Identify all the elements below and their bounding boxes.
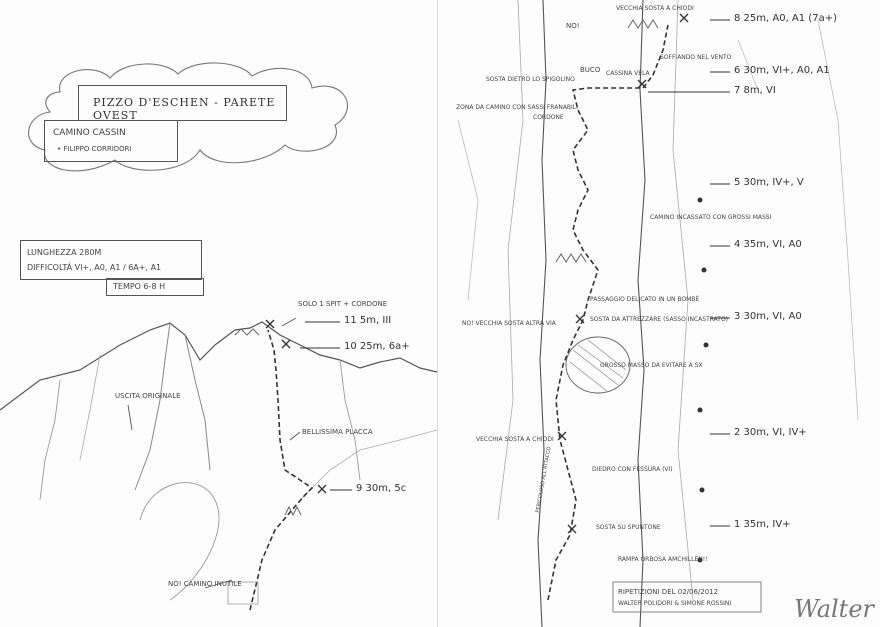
pitch-label-5: 5 30m, IV+, V (734, 177, 804, 188)
route-time: TEMPO 6-8 h (113, 282, 166, 291)
label-cordone: CORDONE (533, 114, 564, 121)
label-cassina: CASSINA VELA (606, 70, 650, 77)
label-vecchia-sosta-altra: NO! VECCHIA SOSTA ALTRA VIA (462, 320, 556, 327)
label-vecchia-sosta-chiodi: VECCHIA SOSTA A CHIODI (476, 436, 554, 443)
mountain-ridge (0, 321, 437, 411)
time-box: TEMPO 6-8 h (106, 278, 204, 296)
wall-right-edge (637, 0, 646, 627)
label-vecchia-sosta-top: VECCHIA SOSTA A CHIODI (616, 5, 694, 12)
label-sosta-attrezzare: SOSTA DA ATTREZZARE (SASSO INCASTRATO) (590, 316, 729, 323)
label-spit: SOLO 1 SPIT + CORDONE (298, 300, 388, 308)
label-rampa: RAMPA ORBOSA AMCHILLEN!! (618, 556, 708, 563)
belay-8 (679, 13, 689, 23)
belay-11 (265, 319, 275, 329)
label-placca: BELLISSIMA PLACCA (302, 428, 373, 436)
route-box: CAMINO CASSIN • FILIPPO CORRIDORI (44, 120, 178, 162)
repetitions-box (612, 581, 762, 613)
belay-1 (567, 524, 577, 534)
label-zona: ZONA DA CAMINO CON SASSI FRANABILI (456, 104, 578, 111)
big-boulder (565, 336, 631, 394)
label-diedro: DIEDRO CON FESSURA (VI) (592, 466, 673, 473)
pitch-label-3: 3 30m, VI, A0 (734, 311, 802, 322)
label-uscita: USCITA ORIGINALE (115, 392, 181, 400)
label-sosta-dietro: SOSTA DIETRO LO SPIGOLINO (486, 76, 575, 83)
signature: Walter (794, 595, 874, 623)
label-buco: BUCO (580, 66, 601, 74)
route-line-left (249, 329, 314, 611)
belay-6 (637, 79, 647, 89)
pitch-label-1: 1 35m, IV+ (734, 519, 791, 530)
label-camino-incassato: CAMINO INCASSATO CON GROSSI MASSI (650, 214, 772, 221)
route-difficulty: DIFFICOLTÀ VI+, A0, A1 / 6a+, A1 (27, 263, 162, 272)
pitch-label-8: 8 25m, A0, A1 (7a+) (734, 13, 837, 24)
label-no-camino: NO! CAMINO INUTILE (168, 580, 242, 588)
pitch-label-7: 7 8m, VI (734, 85, 776, 96)
label-grosso-masso: GROSSO MASSO DA EVITARE A SX (600, 362, 703, 369)
pitch-label-10: 10 25m, 6a+ (344, 341, 410, 352)
pitch-label-2: 2 30m, VI, IV+ (734, 427, 807, 438)
right-page: NO! VECCHIA SOSTA A CHIODI SOFFIANDO NEL… (438, 0, 880, 627)
title-box: PIZZO D'ESCHEN - PARETE OVEST (78, 85, 287, 122)
route-name: CAMINO CASSIN (53, 128, 126, 138)
info-box: LUNGHEZZA 280m DIFFICOLTÀ VI+, A0, A1 / … (20, 240, 202, 280)
belay-3 (575, 314, 585, 324)
right-sketch (457, 0, 859, 627)
label-sosta-spuntone: SOSTA SU SPUNTONE (596, 524, 661, 531)
pitch-label-9: 9 30m, 5c (356, 483, 407, 494)
label-passaggio: PASSAGGIO DELICATO IN UN BOMBÈ (590, 296, 700, 303)
route-length: LUNGHEZZA 280m (27, 248, 102, 257)
pitch-label-4: 4 35m, VI, A0 (734, 239, 802, 250)
label-ripetizioni: RIPETIZIONI DEL 02/06/2012 (618, 588, 719, 596)
pitch-label-6: 6 30m, VI+, A0, A1 (734, 65, 830, 76)
label-no: NO! (566, 22, 580, 30)
belay-2 (557, 431, 567, 441)
page-title: PIZZO D'ESCHEN - PARETE OVEST (93, 96, 276, 122)
left-sketch (0, 62, 437, 611)
pitch-label-11: 11 5m, III (344, 315, 392, 326)
left-page: PIZZO D'ESCHEN - PARETE OVEST CAMINO CAS… (0, 0, 438, 627)
route-author: • FILIPPO CORRIDORI (57, 145, 132, 153)
wall-left-edge (537, 0, 547, 627)
belay-10 (281, 339, 291, 349)
label-soffiando: SOFFIANDO NEL VENTO (660, 54, 732, 61)
belay-9 (317, 484, 327, 494)
label-names: WALTER POLIDORI & SIMONE ROSSINI (618, 600, 732, 607)
route-line-right (547, 24, 669, 601)
